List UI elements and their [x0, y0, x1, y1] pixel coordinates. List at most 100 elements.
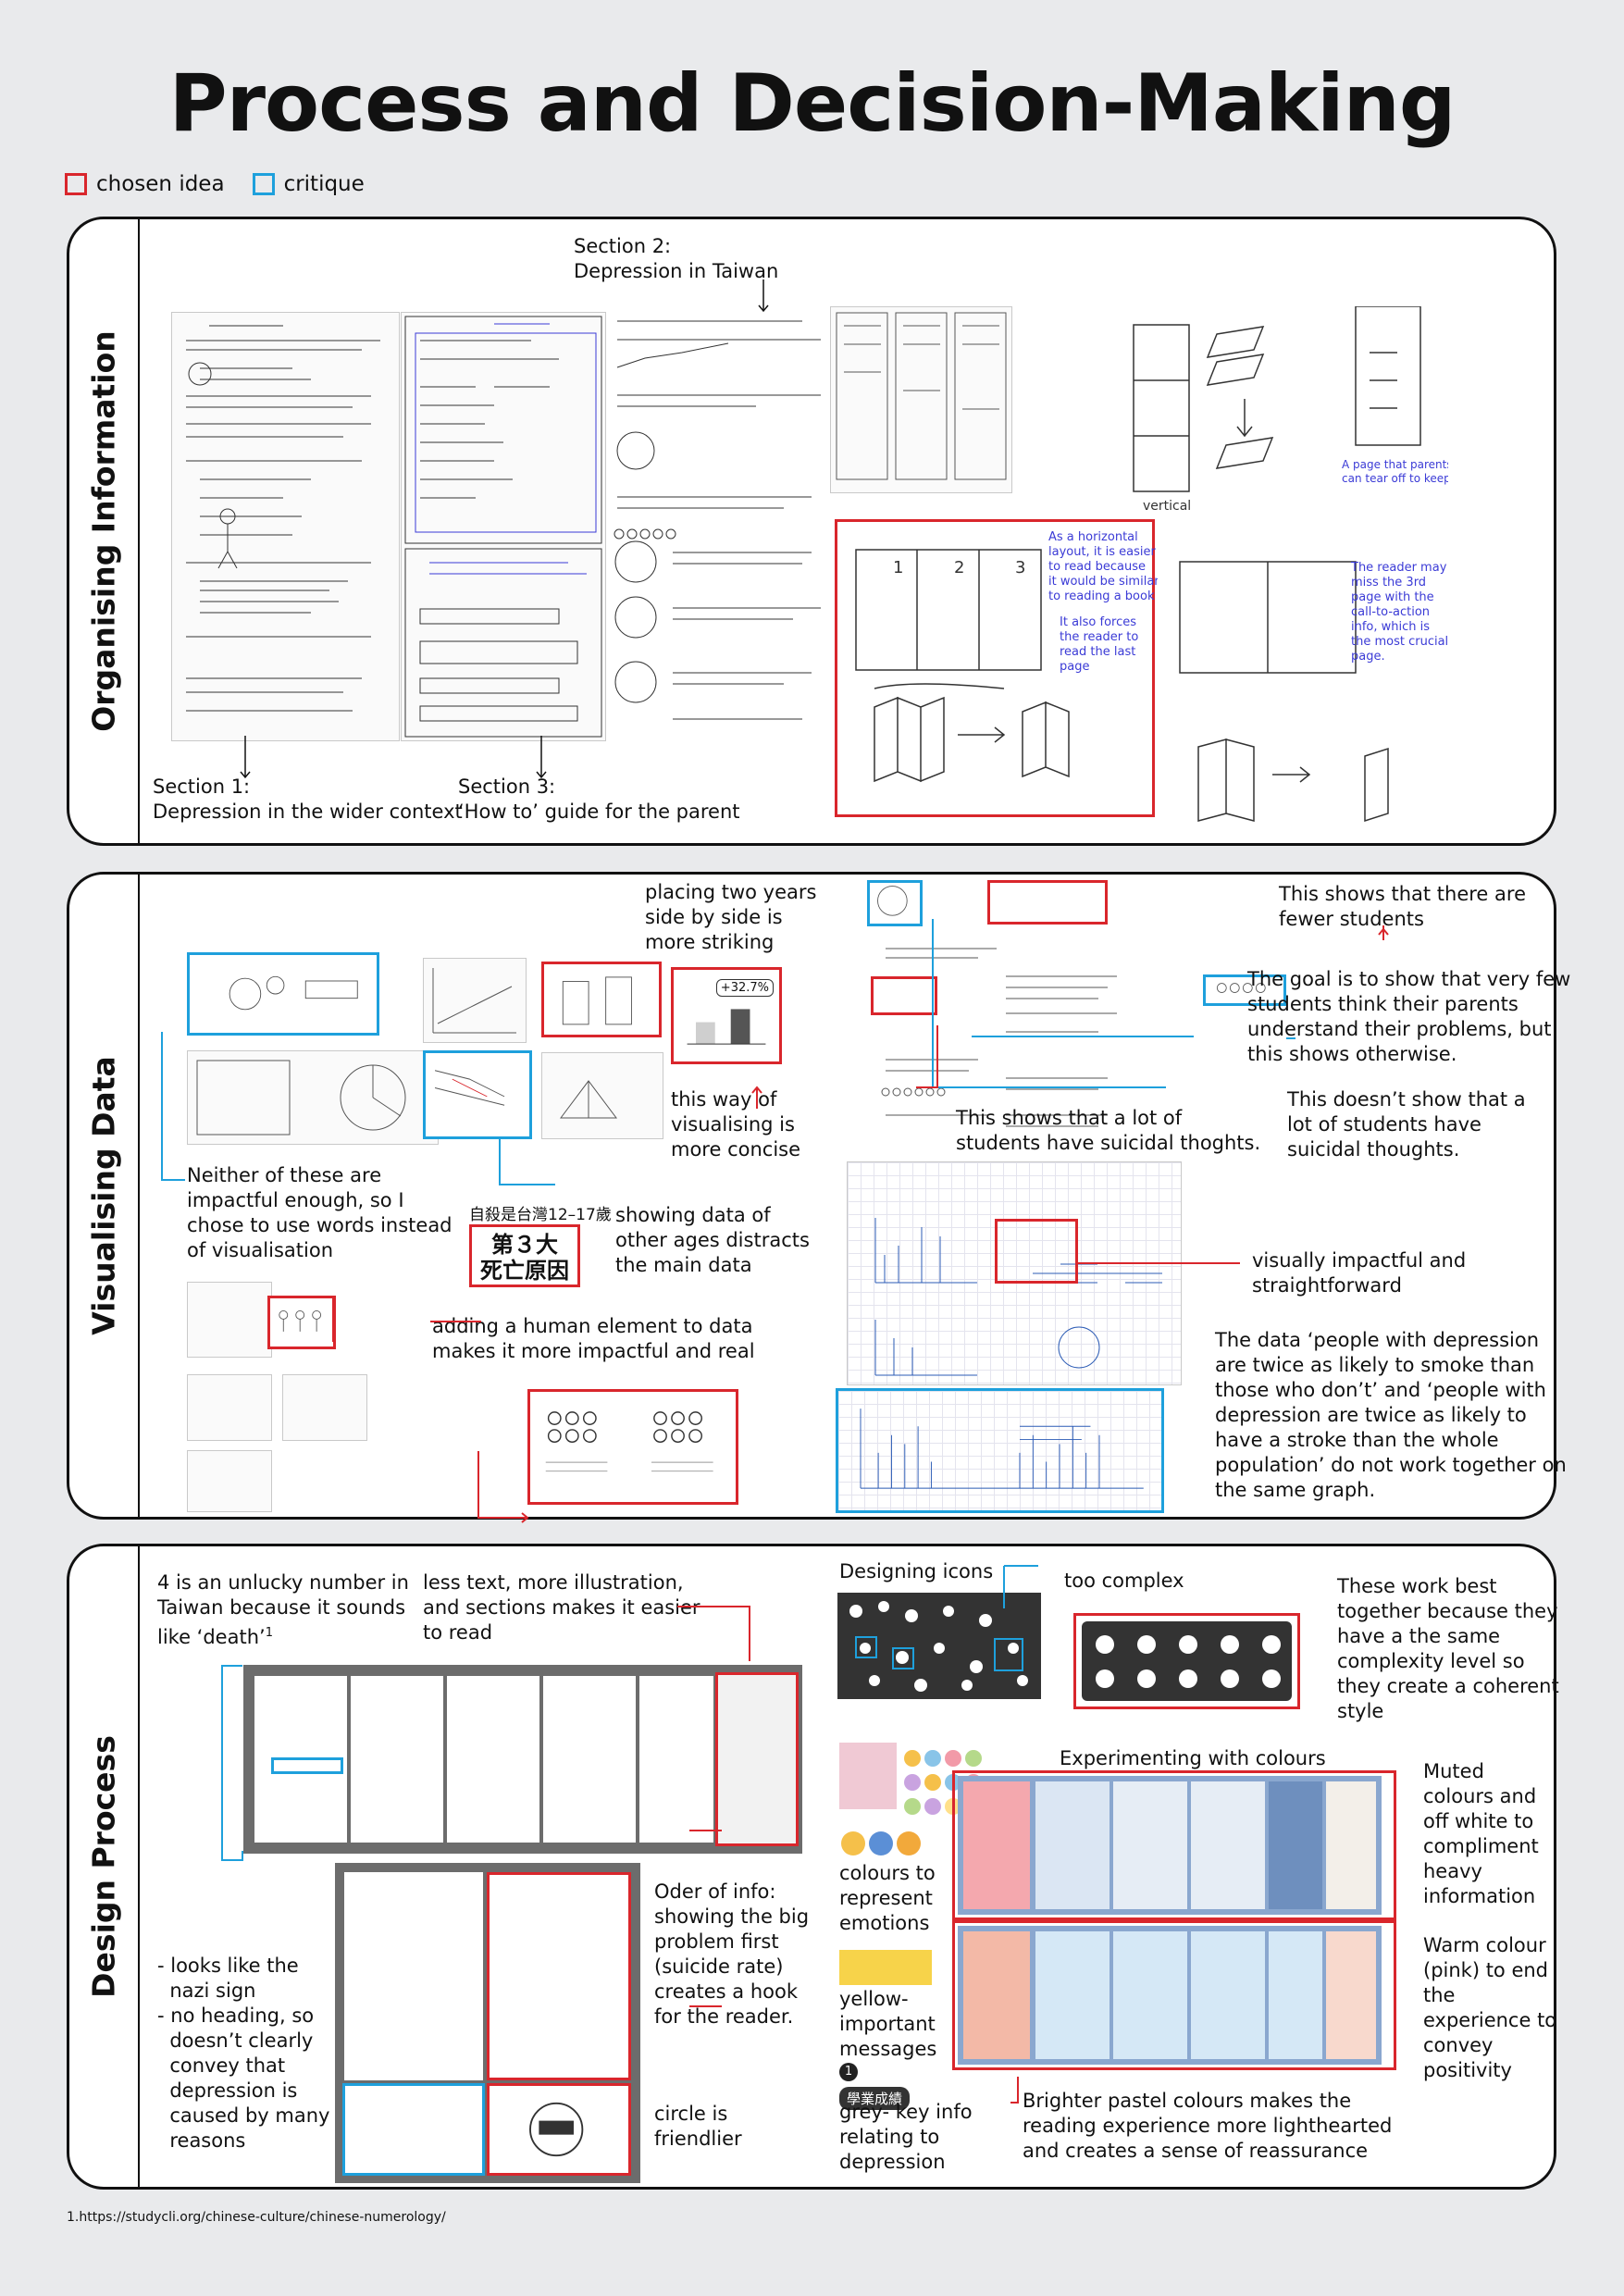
section1-label: Section 1: Depression in the wider conte… — [153, 776, 463, 823]
footnote-mark: 1 — [265, 1626, 273, 1640]
nazi-caption: - looks like the nazi sign - no heading,… — [157, 1955, 330, 2152]
complex-caption: too complex — [1064, 1570, 1184, 1592]
legend-critique: critique — [283, 172, 365, 196]
grade-number-badge: 1 — [839, 2063, 858, 2081]
pie-critique — [867, 880, 923, 926]
svg-text:it would be similar: it would be similar — [1048, 575, 1158, 589]
svg-text:to reading a book: to reading a book — [1048, 590, 1155, 603]
suicide-reason-critique — [187, 952, 379, 1036]
percent-badge: +32.7% — [715, 979, 774, 997]
coherent-icons-chosen — [1073, 1613, 1300, 1709]
placing-caption: placing two years side by side is more s… — [645, 881, 817, 953]
fewer-caption: This shows that there are fewer students — [1279, 883, 1526, 930]
emotion-faces — [839, 1830, 932, 1859]
section2-label: Section 2: Depression in Taiwan — [574, 235, 779, 282]
depression-bars-chosen — [995, 1219, 1078, 1284]
draft-spread-1 — [243, 1665, 802, 1854]
design-heading: Design Process — [85, 1735, 122, 1998]
svg-text:can tear off to keep: can tear off to keep — [1342, 472, 1448, 485]
svg-text:1: 1 — [893, 558, 903, 577]
unlucky-critique — [271, 1757, 343, 1774]
suicide-rate-first-chosen — [487, 1872, 631, 2080]
pie-sketch — [187, 1450, 272, 1512]
muted-caption: Muted colours and off white to complimen… — [1423, 1760, 1539, 1907]
svg-text:layout, it is easier: layout, it is easier — [1048, 545, 1157, 559]
house-chart-sketch — [541, 1052, 663, 1139]
depression-chart-sketch — [187, 1050, 439, 1145]
graph-paper-sketch — [847, 1161, 1182, 1385]
circle-caption: circle is friendlier — [654, 2103, 742, 2150]
icon-sketches — [837, 1593, 1041, 1699]
human-element-sketch — [187, 1282, 272, 1358]
svg-text:to read because: to read because — [1048, 560, 1146, 574]
page-title: Process and Decision-Making — [168, 57, 1457, 150]
grade-tag: 1 學業成績 — [839, 2063, 932, 2110]
visualising-heading: Visualising Data — [85, 1056, 122, 1335]
nazi-sign-critique — [342, 2083, 485, 2176]
line-chart-sketch — [423, 958, 527, 1043]
smiley-faces-chosen — [527, 1389, 738, 1505]
svg-text:A page that parents: A page that parents — [1342, 458, 1448, 471]
section3-label: Section 3: ‘How to’ guide for the parent — [458, 776, 740, 823]
svg-text:call-to-action: call-to-action — [1351, 605, 1430, 619]
design-panel: Design Process 4 is an unlucky number in… — [67, 1544, 1559, 2190]
emotions-caption: colours to represent emotions — [839, 1862, 936, 1934]
layout-thumbnails-sketch — [830, 306, 1012, 493]
one-in-seven-sketch — [187, 1374, 272, 1441]
neither-caption: Neither of these are impactful enough, s… — [187, 1164, 452, 1261]
cn-top-label: 自殺是台灣12–17歲 — [469, 1206, 612, 1224]
year-compare-chart: +32.7% — [671, 967, 782, 1064]
svg-text:info, which is: info, which is — [1351, 620, 1430, 634]
organising-panel: Organising Information Section 2: Depres… — [67, 217, 1556, 846]
circle-diagram-chosen — [487, 2083, 631, 2176]
smoke-caption: The data ‘people with depression are twi… — [1215, 1329, 1567, 1501]
svg-text:vertical: vertical — [1143, 499, 1191, 514]
svg-text:page: page — [1060, 660, 1089, 674]
not-show-caption: This doesn’t show that a lot of students… — [1287, 1088, 1526, 1160]
svg-text:3: 3 — [1015, 558, 1025, 577]
combined-graph-critique — [836, 1388, 1164, 1513]
svg-text:As a horizontal: As a horizontal — [1048, 530, 1138, 544]
svg-text:The reader may: The reader may — [1350, 561, 1447, 575]
section1-sketch — [171, 312, 400, 741]
svg-text:read the last: read the last — [1060, 645, 1135, 659]
muted-colours-chosen — [952, 1770, 1396, 1920]
footnote: 1.https://studycli.org/chinese-culture/c… — [67, 2210, 446, 2225]
concise-caption: this way of visualising is more concise — [671, 1088, 801, 1160]
grade-label: 學業成績 — [839, 2087, 911, 2110]
human-caption: adding a human element to data makes it … — [432, 1315, 755, 1362]
colour-row-2 — [958, 1926, 1382, 2065]
four-dots-critique — [1203, 974, 1286, 1006]
chosen-swatch-icon — [65, 173, 87, 195]
svg-text:page.: page. — [1351, 650, 1385, 664]
svg-text:page with the: page with the — [1351, 590, 1434, 604]
work-best-caption: These work best together because they ha… — [1337, 1575, 1559, 1722]
less-text-caption: less text, more illustration, and sectio… — [423, 1571, 700, 1644]
impactful-caption: visually impactful and straightforward — [1252, 1249, 1467, 1297]
order-caption: Oder of info: showing the big problem fi… — [654, 1880, 810, 2028]
suicidal-thoughts-chosen — [871, 976, 937, 1015]
shows-lot-caption: This shows that a lot of students have s… — [956, 1107, 1261, 1154]
goal-caption: The goal is to show that very few studen… — [1247, 968, 1571, 1065]
other-ages-caption: showing data of other ages distracts the… — [615, 1204, 810, 1276]
brighter-caption: Brighter pastel colours makes the readin… — [1023, 2090, 1393, 2162]
parents-understand-chosen — [987, 880, 1108, 925]
final-page-chosen — [715, 1672, 799, 1846]
yellow-message-sample — [839, 1950, 932, 1985]
two-years-chosen — [541, 962, 662, 1037]
other-ages-critique — [423, 1050, 532, 1139]
warm-caption: Warm colour (pink) to end the experience… — [1423, 1934, 1557, 2081]
svg-text:miss the 3rd: miss the 3rd — [1351, 576, 1426, 590]
svg-text:It also forces: It also forces — [1060, 615, 1136, 629]
colour-swatch-photo — [839, 1743, 897, 1809]
percent-sketch — [282, 1374, 367, 1441]
icons-heading: Designing icons — [839, 1560, 994, 1582]
svg-text:the most crucial: the most crucial — [1351, 635, 1448, 649]
section2-3-sketch — [401, 312, 606, 741]
critique-swatch-icon — [252, 173, 275, 195]
legend: chosen idea critique — [65, 172, 365, 196]
organising-heading: Organising Information — [85, 330, 122, 732]
